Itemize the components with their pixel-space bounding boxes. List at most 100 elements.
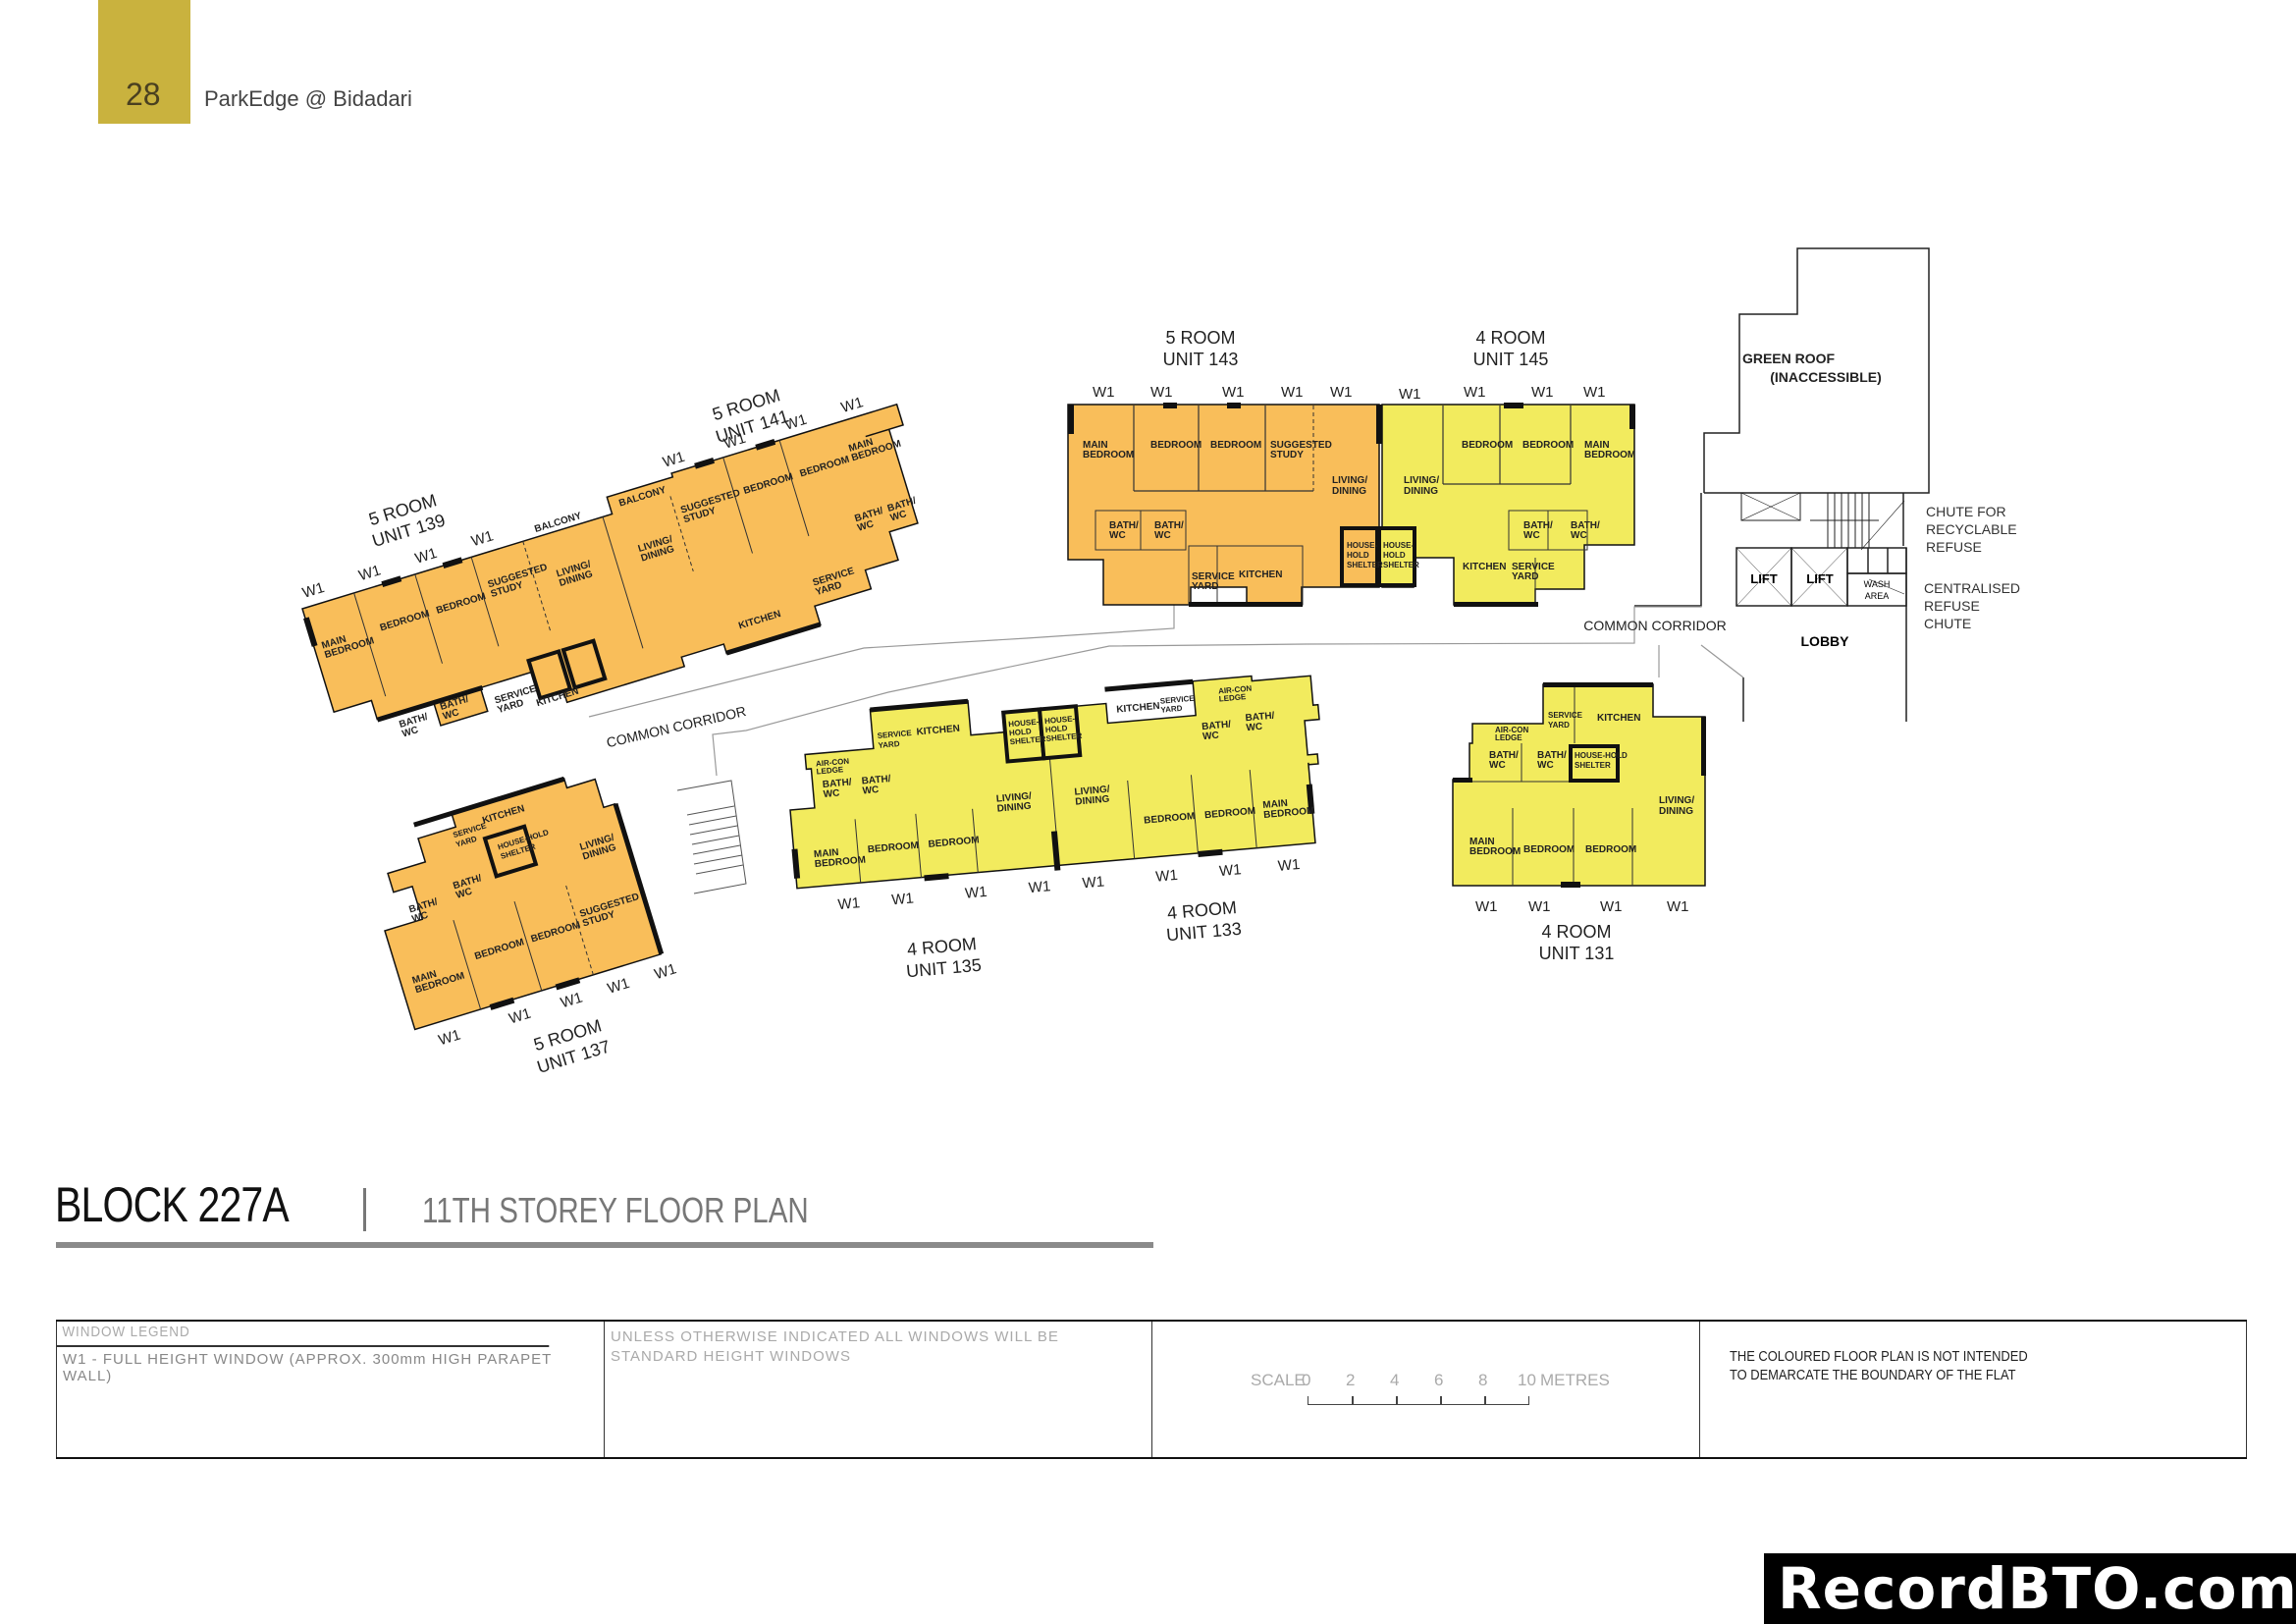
room-label: WC <box>1523 530 1540 541</box>
green-roof-label: GREEN ROOF <box>1742 351 1836 366</box>
room-label: YARD <box>878 739 900 750</box>
room-label: LEDGE <box>1495 733 1522 742</box>
w1-tag: W1 <box>782 411 808 434</box>
room-label: WC <box>1154 530 1171 541</box>
centralised-chute-line2: REFUSE <box>1924 598 1980 614</box>
w1-tag: W1 <box>1028 878 1051 896</box>
disclaimer-cell: THE COLOURED FLOOR PLAN IS NOT INTENDED … <box>1699 1322 2247 1457</box>
unit-131 <box>1452 682 1706 888</box>
room-label: MAIN <box>1469 837 1495 847</box>
unit-131-labels: MAIN BEDROOM BEDROOM BEDROOM LIVING/ DIN… <box>1469 711 1694 963</box>
w1-tag: W1 <box>606 975 631 998</box>
room-label: KITCHEN <box>1116 701 1160 716</box>
inaccessible-label: (INACCESSIBLE) <box>1770 369 1882 385</box>
room-label: HOUSE-HOLD <box>1575 751 1628 760</box>
room-label: LIVING/ <box>1074 785 1110 798</box>
room-label: YARD <box>1160 704 1183 715</box>
room-label: BEDROOM <box>1204 806 1256 822</box>
w1-tag: W1 <box>1475 898 1498 915</box>
room-label: BEDROOM <box>1263 805 1315 821</box>
unit-143-145-labels: 5 ROOM UNIT 143 4 ROOM UNIT 145 W1 W1 W1… <box>1083 328 1635 592</box>
unit-139-141: MAIN BEDROOM BEDROOM BEDROOM SUGGESTED S… <box>300 394 919 740</box>
unit-131-label: UNIT 131 <box>1539 944 1615 963</box>
unit-137: MAIN BEDROOM BEDROOM BEDROOM SUGGESTED S… <box>384 776 678 1049</box>
room-label: LEDGE <box>816 765 844 776</box>
room-label: WC <box>454 887 473 901</box>
scale-label: SCALE <box>1251 1371 1306 1389</box>
w1-tag: W1 <box>1150 384 1173 401</box>
corridor-outline <box>588 604 1744 777</box>
w1-tag: W1 <box>839 394 865 416</box>
room-label: HOUSE- <box>1383 541 1414 550</box>
room-label: BEDROOM <box>1585 844 1636 855</box>
room-label: BATH/ <box>822 777 852 790</box>
room-label: BATH/ <box>1201 720 1232 733</box>
room-label: YARD <box>1512 571 1538 582</box>
storey-title: 11TH STOREY FLOOR PLAN <box>422 1190 809 1230</box>
w1-tag: W1 <box>559 990 584 1012</box>
core-labels: GREEN ROOF (INACCESSIBLE) LIFT LIFT WASH… <box>1742 351 2020 649</box>
window-legend-cell: WINDOW LEGEND W1 - FULL HEIGHT WINDOW (A… <box>56 1322 604 1457</box>
corridor-label-right: COMMON CORRIDOR <box>1583 618 1726 633</box>
room-label: BEDROOM <box>867 840 919 856</box>
room-label: WC <box>823 788 840 800</box>
chute-recyclable-line3: REFUSE <box>1926 539 1982 555</box>
w1-tag: W1 <box>507 1005 532 1028</box>
scale-tick-label: 6 <box>1434 1371 1444 1389</box>
room-label: BEDROOM <box>1523 844 1575 855</box>
room-label: DINING <box>1332 486 1366 497</box>
w1-tag: W1 <box>1222 384 1245 401</box>
room-label: BATH/ <box>861 774 891 787</box>
room-label: BEDROOM <box>1150 440 1201 451</box>
legend-table: WINDOW LEGEND W1 - FULL HEIGHT WINDOW (A… <box>56 1320 2247 1459</box>
unit-143 <box>1067 403 1382 607</box>
scale-ruler <box>1308 1396 1529 1405</box>
w1-tag: W1 <box>964 884 988 902</box>
w1-tag: W1 <box>661 449 686 471</box>
room-label: LIVING/ <box>995 791 1032 805</box>
room-label: BEDROOM <box>1462 440 1513 451</box>
room-label: AIR-CON <box>1495 726 1528 734</box>
scale-tick-label: 2 <box>1346 1371 1356 1389</box>
scale-cell: SCALE 0 2 4 6 8 10 METRES <box>1151 1322 1699 1457</box>
window-legend-item: W1 - FULL HEIGHT WINDOW (APPROX. 300mm H… <box>63 1351 553 1384</box>
w1-tag: W1 <box>1667 898 1689 915</box>
w1-tag: W1 <box>891 890 915 908</box>
room-label: WC <box>862 785 880 796</box>
chute-recyclable-line1: CHUTE FOR <box>1926 504 2006 519</box>
unit-131-type: 4 ROOM <box>1541 922 1611 942</box>
unit-135-label: UNIT 135 <box>905 955 982 982</box>
room-label: DINING <box>1075 794 1110 808</box>
disclaimer-line1: THE COLOURED FLOOR PLAN IS NOT INTENDED <box>1730 1348 2028 1365</box>
room-label: KITCHEN <box>1239 569 1282 580</box>
w1-tag: W1 <box>1531 384 1554 401</box>
w1-tag: W1 <box>1528 898 1551 915</box>
w1-tag: W1 <box>1399 386 1421 403</box>
room-label: DINING <box>1404 486 1438 497</box>
room-label: YARD <box>1192 581 1218 592</box>
w1-tag: W1 <box>469 527 495 550</box>
room-label: BEDROOM <box>1210 440 1261 451</box>
room-label: BATH/ <box>1109 520 1139 531</box>
room-label: HOLD <box>1009 727 1033 737</box>
room-label: BEDROOM <box>1144 811 1196 827</box>
centralised-chute-line1: CENTRALISED <box>1924 580 2020 596</box>
room-label: BEDROOM <box>1469 846 1521 857</box>
w1-tag: W1 <box>837 894 861 913</box>
room-label: SERVICE <box>1159 694 1195 706</box>
room-label: BATH/ <box>1537 750 1567 761</box>
room-label: BATH/ <box>1571 520 1600 531</box>
w1-tag: W1 <box>1600 898 1623 915</box>
room-label: LIVING/ <box>1659 795 1694 806</box>
room-label: BEDROOM <box>1522 440 1574 451</box>
room-label: MAIN <box>1262 798 1288 811</box>
room-label: BATH/ <box>1245 711 1275 725</box>
room-label: BATH/ <box>1489 750 1519 761</box>
centralised-chute-line3: CHUTE <box>1924 616 1971 631</box>
scale-tick-label: 10 <box>1518 1371 1536 1389</box>
watermark: RecordBTO.com <box>1764 1553 2296 1624</box>
title-underline <box>56 1242 1153 1248</box>
room-label: SHELTER <box>1009 734 1046 746</box>
document-title: ParkEdge @ Bidadari <box>204 86 412 111</box>
